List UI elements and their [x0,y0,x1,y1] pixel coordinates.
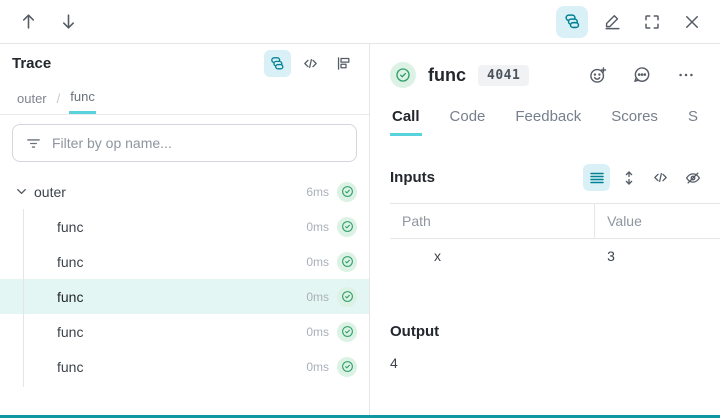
inputs-table-header-row: Path Value [390,203,720,239]
status-success-icon [337,286,357,307]
flame-graph-view-button[interactable] [330,50,357,77]
comment-button[interactable] [626,59,658,91]
tree-row-func[interactable]: func 0ms [0,209,369,244]
tab-feedback[interactable]: Feedback [515,108,582,125]
status-success-icon [337,216,357,237]
trace-tree: outer 6ms func 0ms [0,174,369,415]
trace-stack-icon [563,12,582,31]
tree-row-func[interactable]: func 0ms [0,314,369,349]
status-success-icon [337,356,357,377]
tree-row-label: func [57,218,84,235]
code-icon [652,169,669,186]
add-reaction-button[interactable] [582,59,614,91]
ellipsis-icon [676,65,696,85]
tree-row-label: outer [34,183,66,200]
up-arrow-icon [19,12,38,31]
list-view-icon [588,169,606,187]
breadcrumb-item-outer[interactable]: outer [17,90,47,106]
breadcrumb: outer / func [0,82,369,115]
bottom-accent-bar [0,415,720,418]
inputs-heading: Inputs [390,169,435,186]
status-success-icon [337,181,357,202]
expand-vertical-button[interactable] [615,164,642,191]
tree-row-label: func [57,323,84,340]
breadcrumb-separator: / [56,90,61,106]
tree-row-label: func [57,288,84,305]
duration-label: 6ms [306,184,329,199]
trace-panel: Trace [0,44,370,415]
inputs-table: Path Value x 3 [390,203,720,273]
duration-label: 0ms [306,219,329,234]
output-heading: Output [390,323,440,340]
op-filter-input[interactable] [52,135,344,151]
call-detail-panel: func 4041 [370,44,720,415]
nav-up-button[interactable] [12,6,44,38]
down-arrow-icon [59,12,78,31]
trace-panel-title: Trace [12,54,52,72]
code-view-button[interactable] [297,50,324,77]
pencil-icon [603,12,622,31]
inputs-table-row[interactable]: x 3 [390,239,720,274]
code-icon [302,55,319,72]
expand-vertical-icon [620,169,638,187]
op-filter [12,124,357,162]
trace-stack-icon [269,55,286,72]
call-title: func [428,64,466,85]
trace-view-toggle-button[interactable] [556,5,588,38]
column-header-path[interactable]: Path [390,203,595,239]
tree-row-label: func [57,358,84,375]
call-tabs: Call Code Feedback Scores S [370,102,720,136]
tree-row-label: func [57,253,84,270]
tree-row-func-selected[interactable]: func 0ms [0,279,369,314]
tree-indent-guide [23,209,24,387]
tab-scores[interactable]: Scores [611,108,658,125]
flame-graph-icon [335,55,352,72]
fullscreen-button[interactable] [636,6,668,38]
duration-label: 0ms [306,254,329,269]
eye-off-icon [684,169,702,187]
close-button[interactable] [676,6,708,38]
status-success-icon [337,321,357,342]
code-view-button[interactable] [647,164,674,191]
comment-icon [632,65,652,85]
nav-down-button[interactable] [52,6,84,38]
close-icon [683,13,701,31]
duration-label: 0ms [306,324,329,339]
breadcrumb-item-func[interactable]: func [69,82,96,114]
input-path-cell: x [434,248,441,264]
list-view-button[interactable] [583,164,610,191]
duration-label: 0ms [306,359,329,374]
tab-code[interactable]: Code [449,108,486,125]
call-count-badge[interactable]: 4041 [478,64,530,86]
column-header-value[interactable]: Value [594,203,720,239]
top-toolbar [0,0,720,44]
edit-button[interactable] [596,6,628,38]
hide-empty-button[interactable] [679,164,706,191]
output-value: 4 [390,355,398,371]
add-reaction-icon [588,65,608,85]
chevron-down-icon[interactable] [14,184,34,199]
overflow-menu-button[interactable] [670,59,702,91]
duration-label: 0ms [306,289,329,304]
tab-call[interactable]: Call [390,102,422,136]
call-status-success-icon [390,62,416,88]
input-value-cell: 3 [607,248,615,264]
fullscreen-icon [643,13,661,31]
filter-icon [25,135,42,152]
status-success-icon [337,251,357,272]
tree-row-outer[interactable]: outer 6ms [0,174,369,209]
tree-row-func[interactable]: func 0ms [0,244,369,279]
tab-summary-truncated[interactable]: S [687,108,698,125]
tree-row-func[interactable]: func 0ms [0,349,369,384]
tree-view-button[interactable] [264,49,291,77]
